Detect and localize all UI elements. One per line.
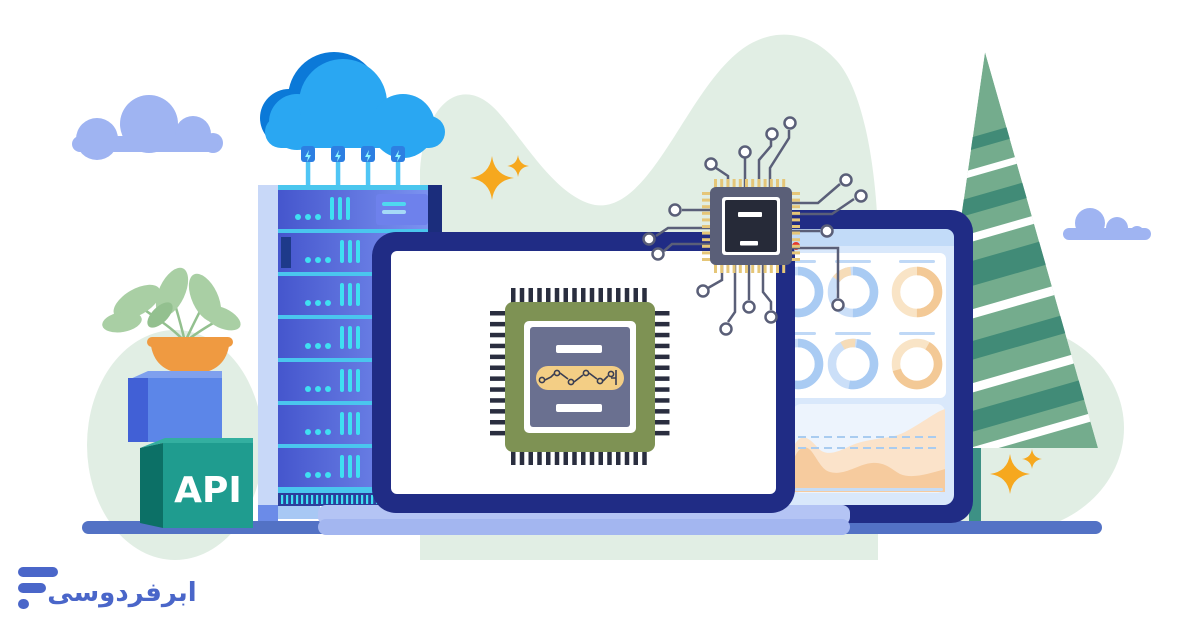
circuit-traces bbox=[655, 130, 855, 323]
circuit-trace-doodle bbox=[538, 369, 617, 386]
blue-box bbox=[128, 371, 222, 442]
cloud-icon bbox=[260, 52, 445, 192]
area-chart bbox=[793, 404, 945, 493]
plant bbox=[102, 267, 241, 380]
circuit-nodes bbox=[642, 116, 868, 336]
left-cloud-icon bbox=[72, 95, 223, 160]
cpu-chip-icon bbox=[490, 288, 670, 465]
api-label: API bbox=[174, 470, 242, 511]
right-cloud-icon bbox=[1063, 208, 1151, 240]
api-box: API bbox=[140, 438, 253, 528]
logo-text: ابرفردوسی bbox=[47, 578, 196, 608]
sparkle-icon bbox=[470, 155, 529, 200]
logo-icon bbox=[18, 567, 58, 609]
circuit-chip-icon bbox=[642, 116, 868, 336]
cloud-cables bbox=[301, 146, 405, 192]
sparkle-icon bbox=[990, 449, 1042, 494]
logo: ابرفردوسی bbox=[18, 567, 197, 609]
monitor bbox=[760, 210, 973, 523]
